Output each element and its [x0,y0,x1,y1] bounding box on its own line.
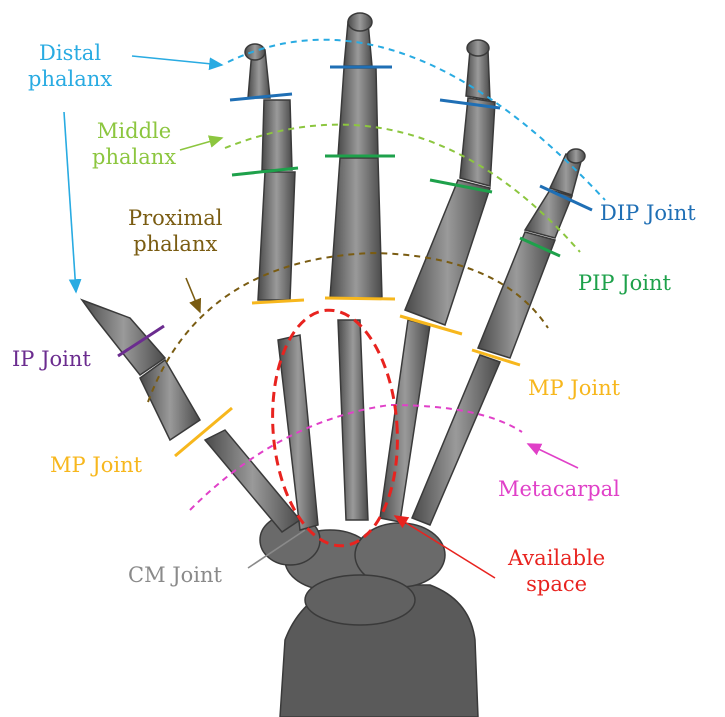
available-line2: space [508,571,605,597]
mp-joint-right-label: MP Joint [528,375,620,401]
metacarpal-arrow [528,444,578,468]
cm-joint-label: CM Joint [128,562,222,588]
proximal-line2: phalanx [128,231,223,257]
middle-line1: Middle [92,118,176,144]
middle-line2: phalanx [92,144,176,170]
distal-line1: Distal [28,40,112,66]
distal-arrow-thumb [64,112,76,292]
mp-joint-left-label: MP Joint [50,452,142,478]
middle-phalanx-label: Middle phalanx [92,118,176,170]
distal-arrow-top [132,56,222,65]
available-space-label: Available space [508,545,605,597]
available-line1: Available [508,545,605,571]
metacarpal-label: Metacarpal [498,476,620,502]
ip-joint-label: IP Joint [12,346,91,372]
pip-joint-label: PIP Joint [578,270,671,296]
proximal-arrow [186,278,200,312]
proximal-line1: Proximal [128,205,223,231]
proximal-phalanx-label: Proximal phalanx [128,205,223,257]
mp-line-middle [325,298,395,299]
dip-joint-label: DIP Joint [600,200,696,226]
distal-phalanx-label: Distal phalanx [28,40,112,92]
middle-arrow [180,138,222,150]
distal-line2: phalanx [28,66,112,92]
